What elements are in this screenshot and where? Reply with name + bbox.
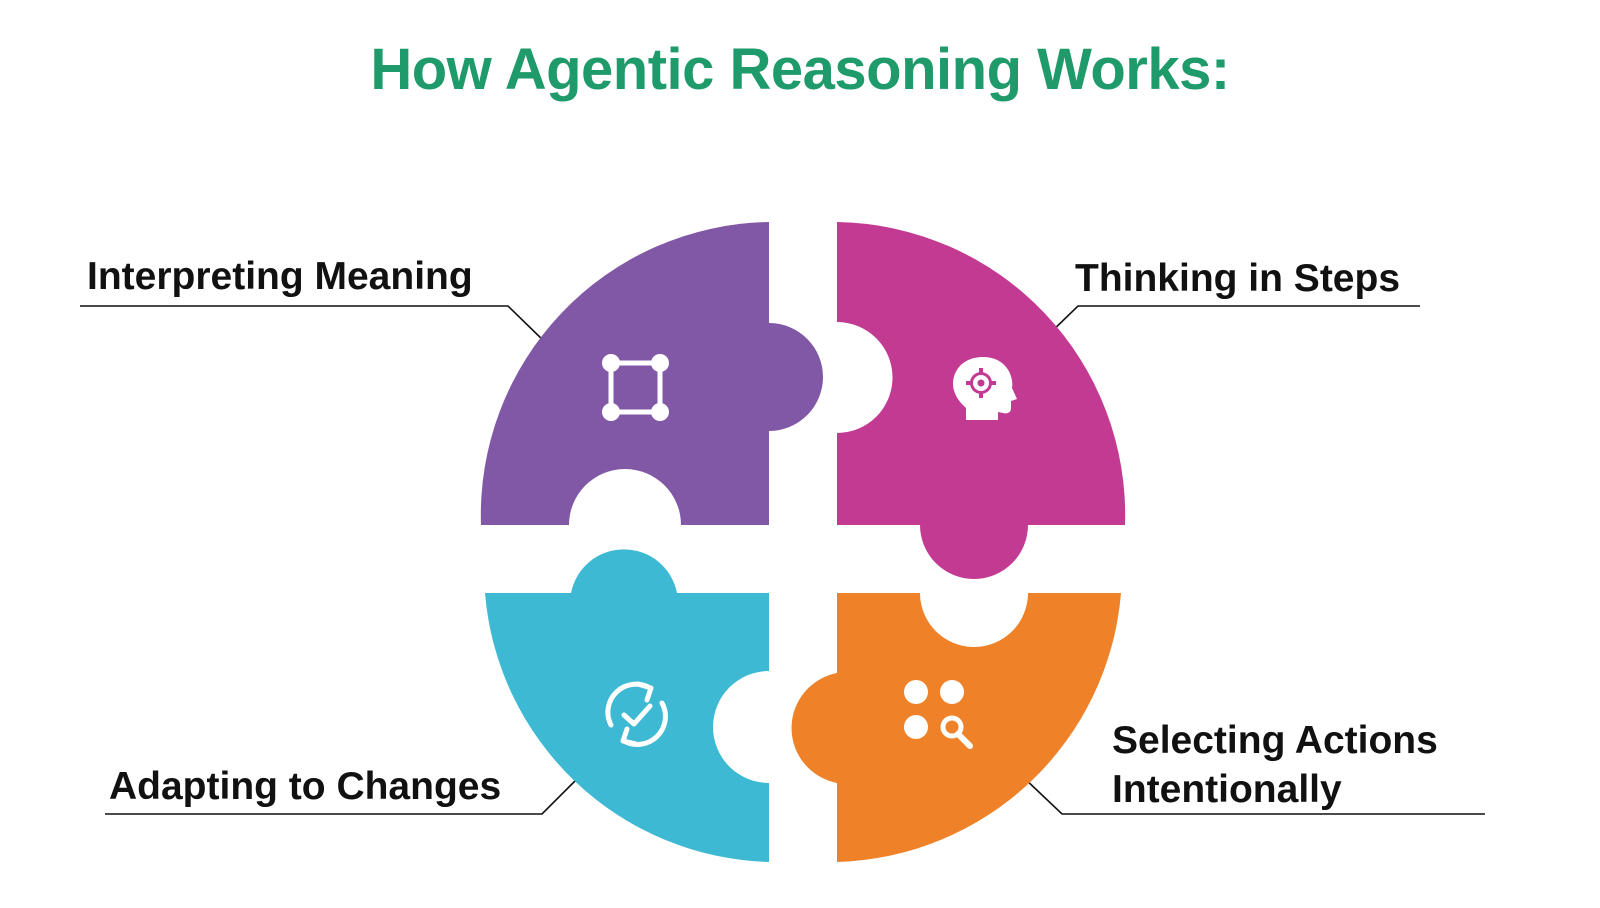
label-thinking-in-steps: Thinking in Steps (1075, 257, 1401, 300)
vector-square-icon (602, 354, 669, 421)
label-adapting-to-changes: Adapting to Changes (109, 765, 502, 808)
label-selecting-actions: Selecting Actions Intentionally (1112, 716, 1492, 814)
refresh-check-icon (605, 681, 668, 747)
brain-gear-head-icon (953, 357, 1017, 420)
connector-line-interpreting (80, 305, 548, 345)
puzzle-piece-selecting (791, 593, 1121, 862)
label-selecting-actions-text: Selecting Actions Intentionally (1112, 719, 1438, 811)
puzzle-piece-interpreting (480, 222, 823, 525)
puzzle-piece-adapting (485, 549, 769, 862)
connector-line-adapting (105, 775, 581, 815)
label-interpreting-meaning: Interpreting Meaning (87, 255, 473, 298)
connector-line-thinking (1044, 305, 1420, 339)
connector-line-selecting (1021, 775, 1485, 815)
grid-search-icon (904, 680, 973, 749)
page-title: How Agentic Reasoning Works: (370, 37, 1230, 102)
